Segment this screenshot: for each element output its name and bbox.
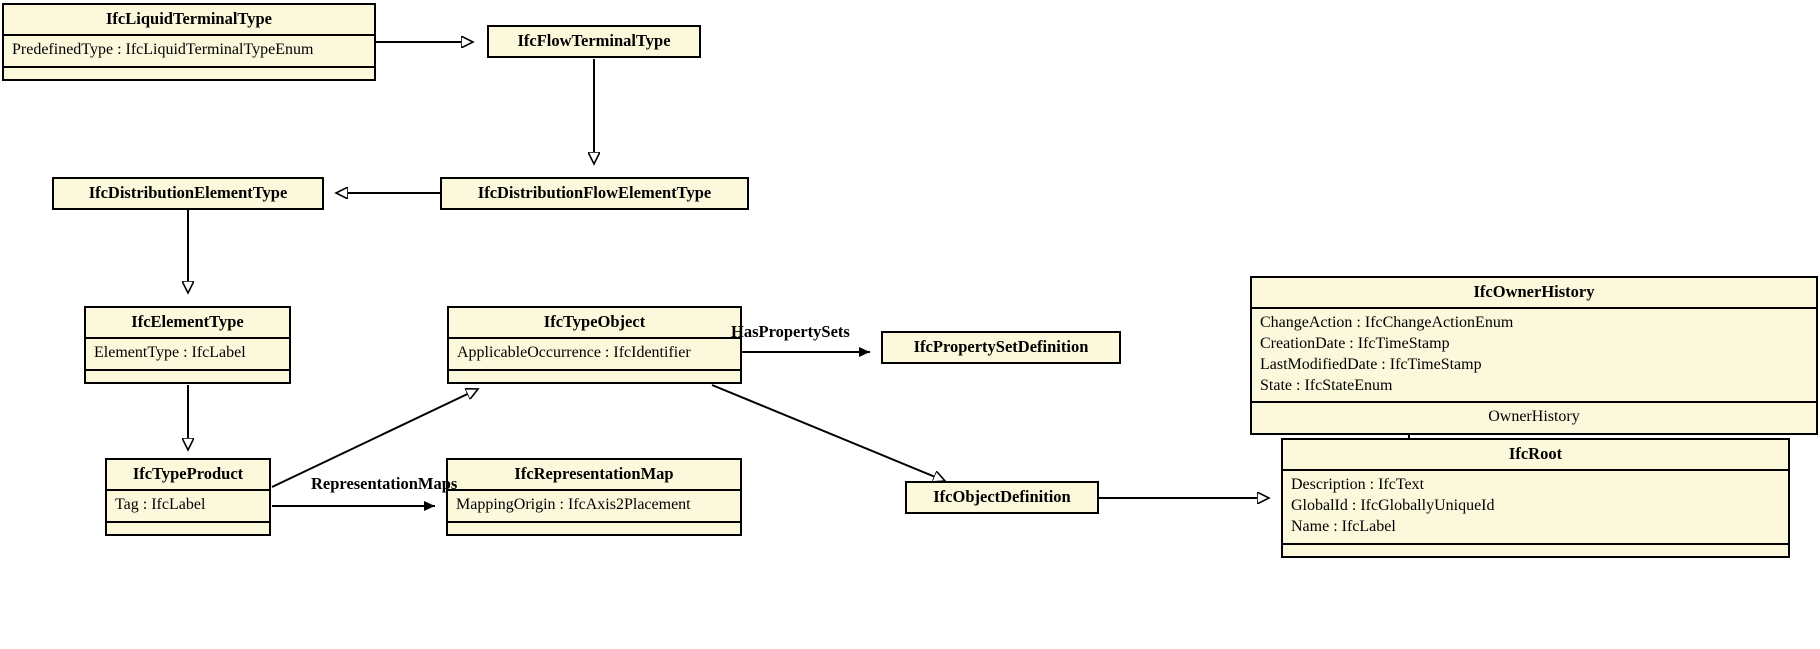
class-box-ifcdistributionelementtype[interactable]: IfcDistributionElementType: [52, 177, 324, 211]
class-attributes: ChangeAction : IfcChangeActionEnum Creat…: [1252, 307, 1816, 401]
class-box-ifcrepresentationmap[interactable]: IfcRepresentationMap MappingOrigin : Ifc…: [446, 458, 742, 536]
attribute-row: State : IfcStateEnum: [1260, 376, 1393, 394]
class-title: IfcObjectDefinition: [933, 487, 1071, 506]
attribute-row: PredefinedType : IfcLiquidTerminalTypeEn…: [12, 41, 314, 59]
edge-typeobject-to-objectdefinition: [711, 384, 945, 481]
class-association-compartment: OwnerHistory: [1252, 401, 1816, 433]
class-title: IfcTypeProduct: [132, 464, 244, 483]
attribute-row: Name : IfcLabel: [1291, 517, 1396, 535]
attribute-row: ChangeAction : IfcChangeActionEnum: [1260, 314, 1514, 332]
class-title: IfcDistributionElementType: [88, 183, 288, 202]
attribute-row: CreationDate : IfcTimeStamp: [1260, 334, 1450, 352]
class-attributes: ElementType : IfcLabel: [86, 337, 289, 369]
class-title: IfcRoot: [1508, 444, 1563, 463]
attribute-row: MappingOrigin : IfcAxis2Placement: [456, 496, 691, 514]
attribute-row: GlobalId : IfcGloballyUniqueId: [1291, 496, 1495, 514]
class-box-ifcroot[interactable]: IfcRoot Description : IfcText GlobalId :…: [1281, 438, 1790, 558]
class-box-ifctypeobject[interactable]: IfcTypeObject ApplicableOccurrence : Ifc…: [447, 306, 742, 384]
class-box-ifcobjectdefinition[interactable]: IfcObjectDefinition: [905, 481, 1099, 515]
class-operations: [86, 368, 289, 382]
class-operations: [449, 368, 740, 382]
class-operations: [107, 520, 269, 534]
class-box-ifcownerhistory[interactable]: IfcOwnerHistory ChangeAction : IfcChange…: [1250, 276, 1818, 436]
class-title: IfcElementType: [131, 312, 244, 331]
class-title: IfcPropertySetDefinition: [913, 337, 1089, 356]
class-title: IfcRepresentationMap: [514, 464, 674, 483]
class-box-ifcelementtype[interactable]: IfcElementType ElementType : IfcLabel: [84, 306, 291, 384]
class-operations: [4, 65, 374, 79]
class-attributes: PredefinedType : IfcLiquidTerminalTypeEn…: [4, 34, 374, 66]
class-title: IfcDistributionFlowElementType: [477, 183, 712, 202]
class-title: IfcTypeObject: [543, 312, 646, 331]
edge-label-haspropertysets: HasPropertySets: [731, 322, 850, 341]
class-attributes: Description : IfcText GlobalId : IfcGlob…: [1283, 469, 1788, 542]
class-title: IfcOwnerHistory: [1473, 282, 1595, 301]
class-box-ifcflowterminaltype[interactable]: IfcFlowTerminalType: [487, 25, 701, 59]
attribute-row: ElementType : IfcLabel: [94, 344, 246, 362]
attribute-row: LastModifiedDate : IfcTimeStamp: [1260, 355, 1482, 373]
attribute-row: Description : IfcText: [1291, 476, 1425, 494]
class-operations: [448, 520, 740, 534]
class-attributes: MappingOrigin : IfcAxis2Placement: [448, 489, 740, 521]
attribute-row: Tag : IfcLabel: [115, 496, 206, 514]
class-box-ifcliquidterminaltype[interactable]: IfcLiquidTerminalType PredefinedType : I…: [2, 3, 376, 81]
class-box-ifcdistributionflowelementtype[interactable]: IfcDistributionFlowElementType: [440, 177, 749, 211]
class-attributes: ApplicableOccurrence : IfcIdentifier: [449, 337, 740, 369]
class-operations: [1283, 542, 1788, 556]
class-title: IfcLiquidTerminalType: [106, 9, 272, 28]
class-box-ifcpropertysetdefinition[interactable]: IfcPropertySetDefinition: [881, 331, 1121, 365]
class-title: IfcFlowTerminalType: [517, 31, 671, 50]
class-attributes: Tag : IfcLabel: [107, 489, 269, 521]
attribute-row: ApplicableOccurrence : IfcIdentifier: [457, 344, 691, 362]
edge-label-representationmaps: RepresentationMaps: [311, 474, 458, 493]
class-box-ifctypeproduct[interactable]: IfcTypeProduct Tag : IfcLabel: [105, 458, 271, 536]
